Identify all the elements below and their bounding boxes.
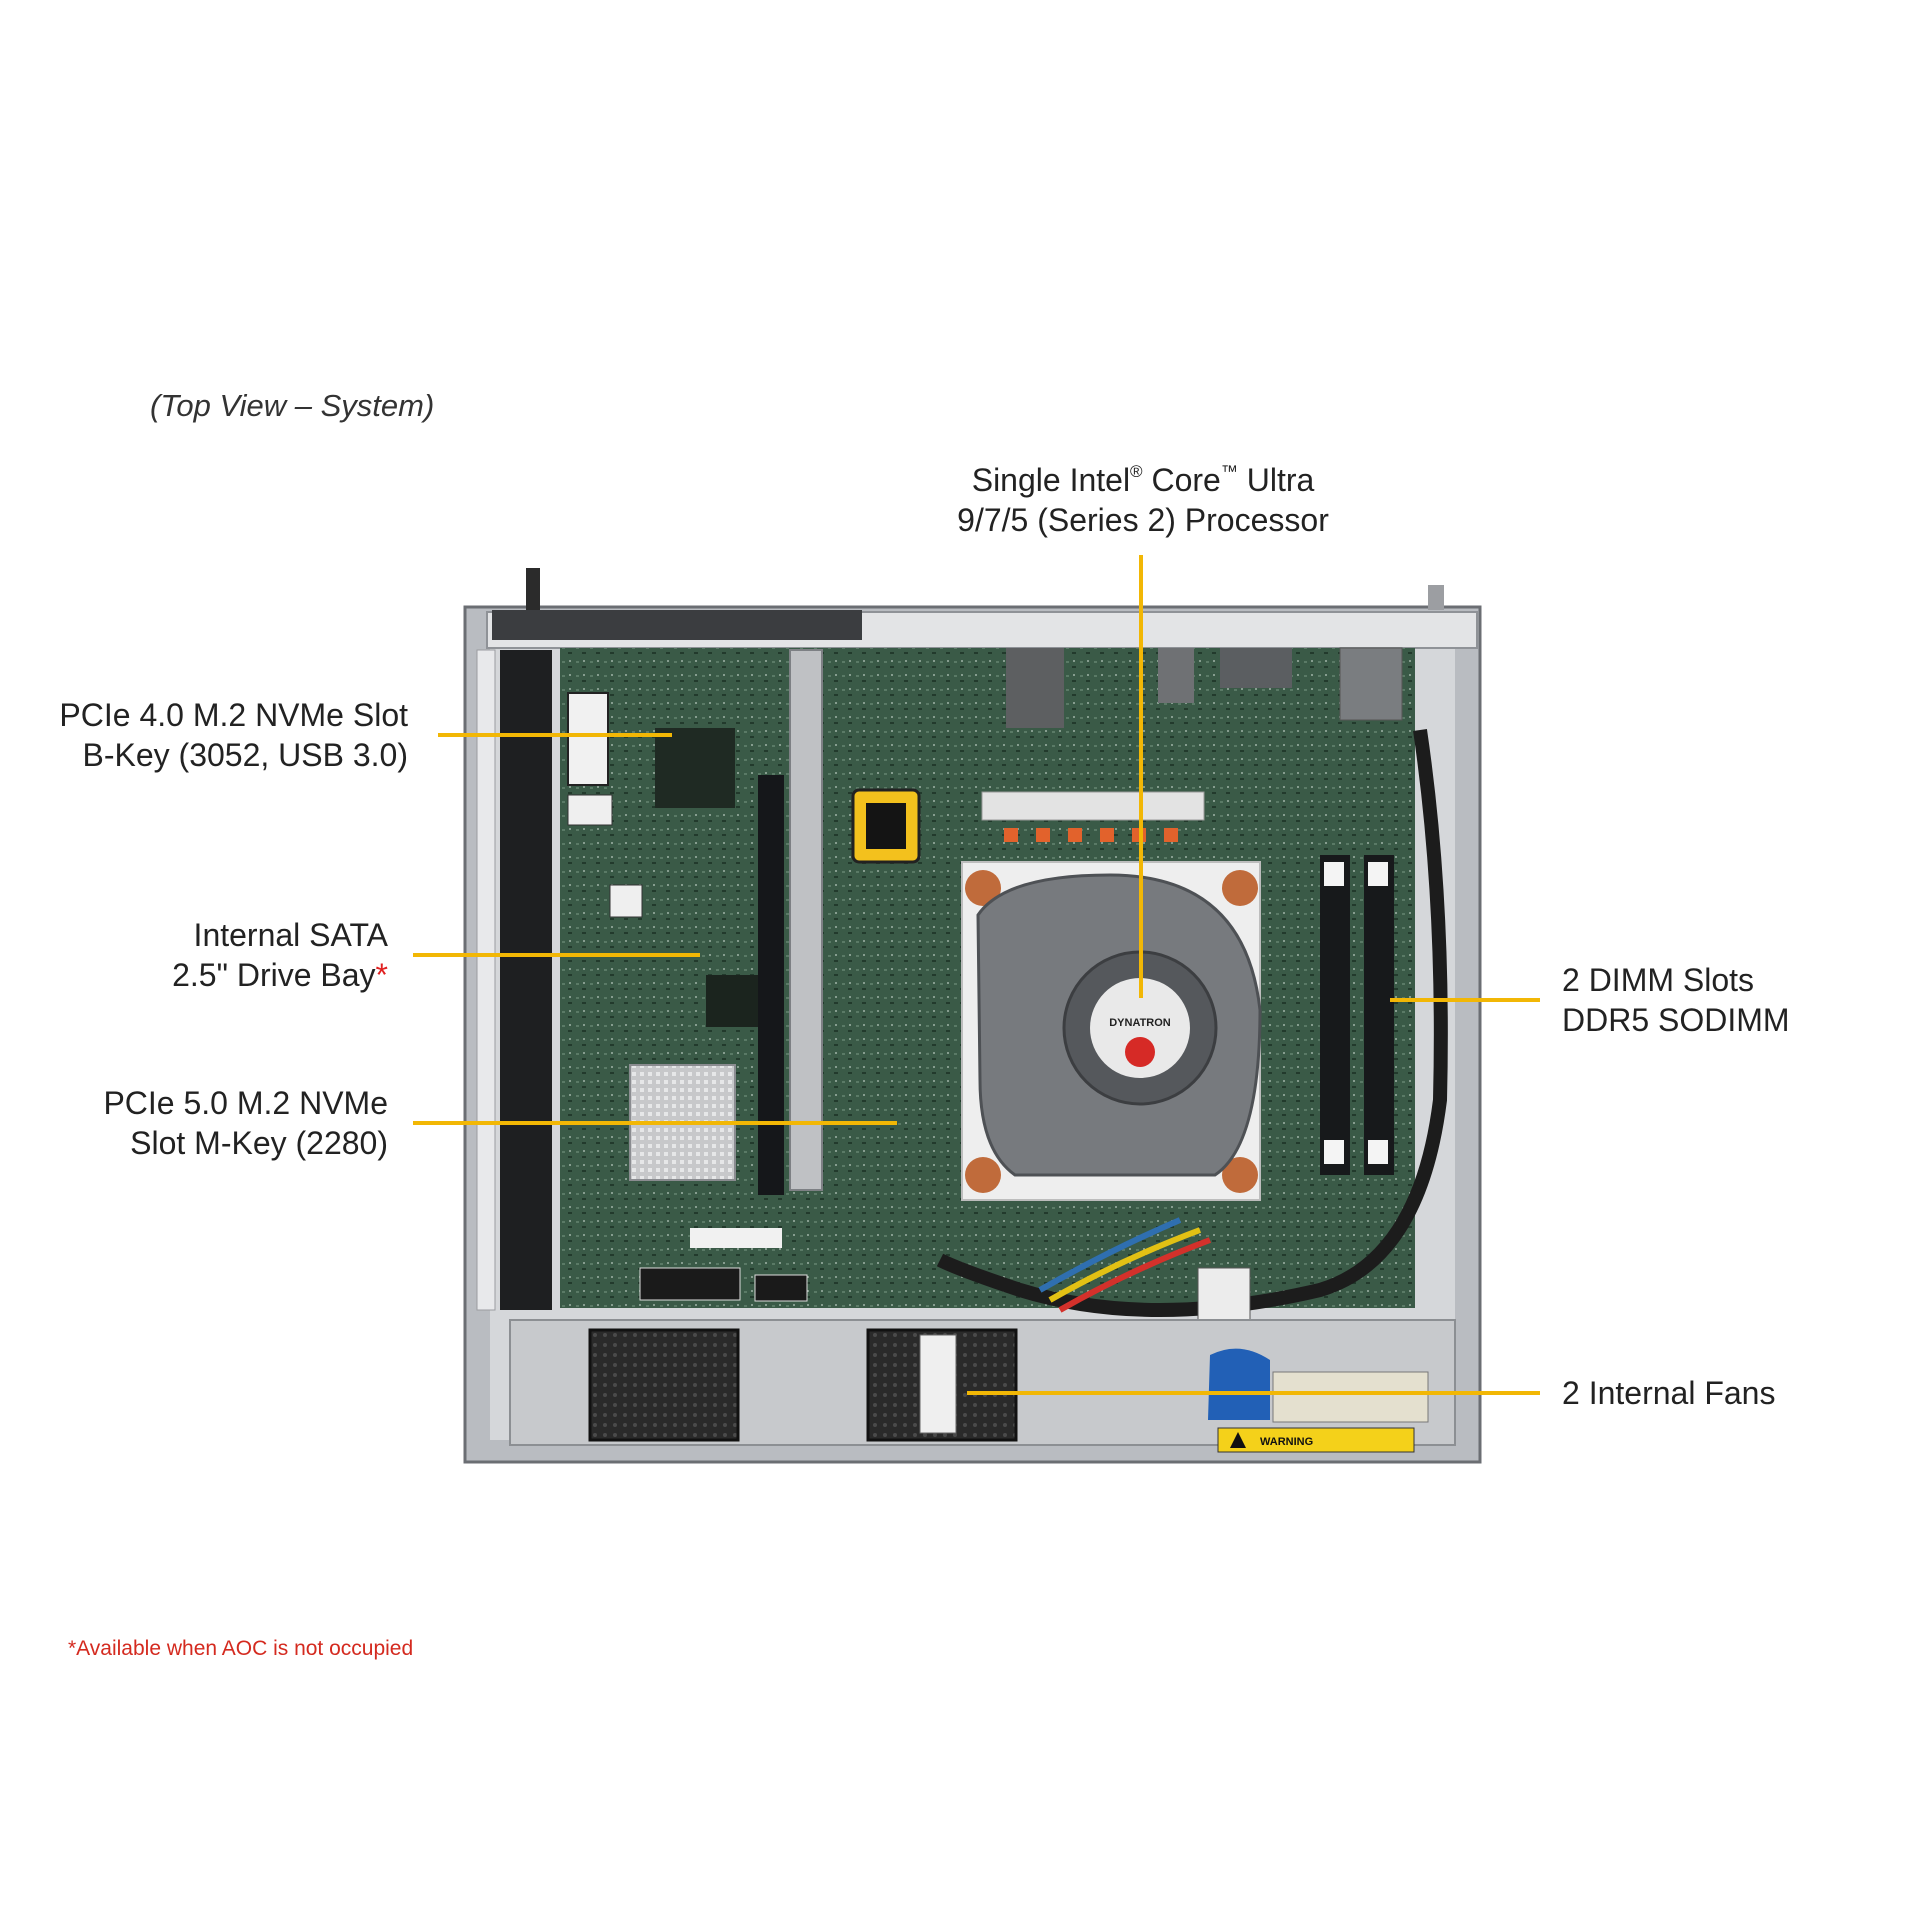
- drive-bay-rail: [476, 649, 496, 1311]
- sata-asterisk: *: [375, 957, 388, 993]
- io-lan-port: [1006, 648, 1064, 728]
- sata-connector: [754, 1274, 808, 1302]
- vrm-heatsink: [981, 791, 1205, 821]
- dimm-slot-2: [1364, 855, 1394, 1175]
- m2-b-key-slot: [567, 692, 609, 786]
- fan-label: [919, 1334, 957, 1434]
- dimm-slot-1: [1320, 855, 1350, 1175]
- warning-text: WARNING: [1260, 1436, 1313, 1448]
- footnote: *Available when AOC is not occupied: [68, 1637, 414, 1660]
- riser-bracket: [789, 649, 823, 1191]
- view-title: (Top View – System): [150, 388, 435, 423]
- dynatron-logo: [1125, 1037, 1155, 1067]
- io-port-3: [1339, 647, 1403, 721]
- label-sticker: [690, 1228, 782, 1248]
- m2-m-key-slot: [639, 1267, 741, 1301]
- psu-connector: [1272, 1371, 1429, 1423]
- callout-sata-bay: Internal SATA 2.5" Drive Bay*: [172, 917, 388, 993]
- chip-main: [655, 728, 735, 808]
- cooler-screw-br: [1222, 1157, 1258, 1193]
- callout-processor: Single Intel® Core™ Ultra 9/7/5 (Series …: [957, 462, 1329, 538]
- leader-lines: [413, 555, 1540, 1395]
- connector-white: [567, 794, 613, 826]
- callout-m2-b-key: PCIe 4.0 M.2 NVMe Slot B-Key (3052, USB …: [59, 697, 408, 773]
- warning-icon: [1230, 1432, 1246, 1448]
- blue-cable: [1208, 1348, 1270, 1420]
- cooler-screw-tl: [965, 870, 1001, 906]
- io-port-2: [1220, 648, 1292, 688]
- riser-slot: [758, 775, 784, 1195]
- callout-fans: 2 Internal Fans: [1562, 1375, 1776, 1411]
- io-usb-port: [1158, 648, 1194, 703]
- drive-bay-left: [500, 650, 552, 1310]
- cooler-screw-bl: [965, 1157, 1001, 1193]
- top-handle: [526, 568, 540, 610]
- connector-white-2: [609, 884, 643, 918]
- heatsink-brand-label: DYNATRON: [1109, 1017, 1171, 1029]
- internal-fan-1: [588, 1328, 740, 1442]
- top-screw: [1428, 585, 1444, 610]
- chip-small: [706, 975, 758, 1027]
- callout-m2-m-key: PCIe 5.0 M.2 NVMe Slot M-Key (2280): [103, 1085, 388, 1161]
- chassis-top-rail: [486, 611, 1478, 649]
- cooler-screw-tr: [1222, 870, 1258, 906]
- rear-bracket: [492, 610, 862, 640]
- warning-sticker: [1217, 1427, 1415, 1453]
- power-connector-4pin: [1197, 1267, 1251, 1327]
- cable-bundle: [936, 728, 1448, 1317]
- callout-dimm: 2 DIMM Slots DDR5 SODIMM: [1562, 962, 1790, 1038]
